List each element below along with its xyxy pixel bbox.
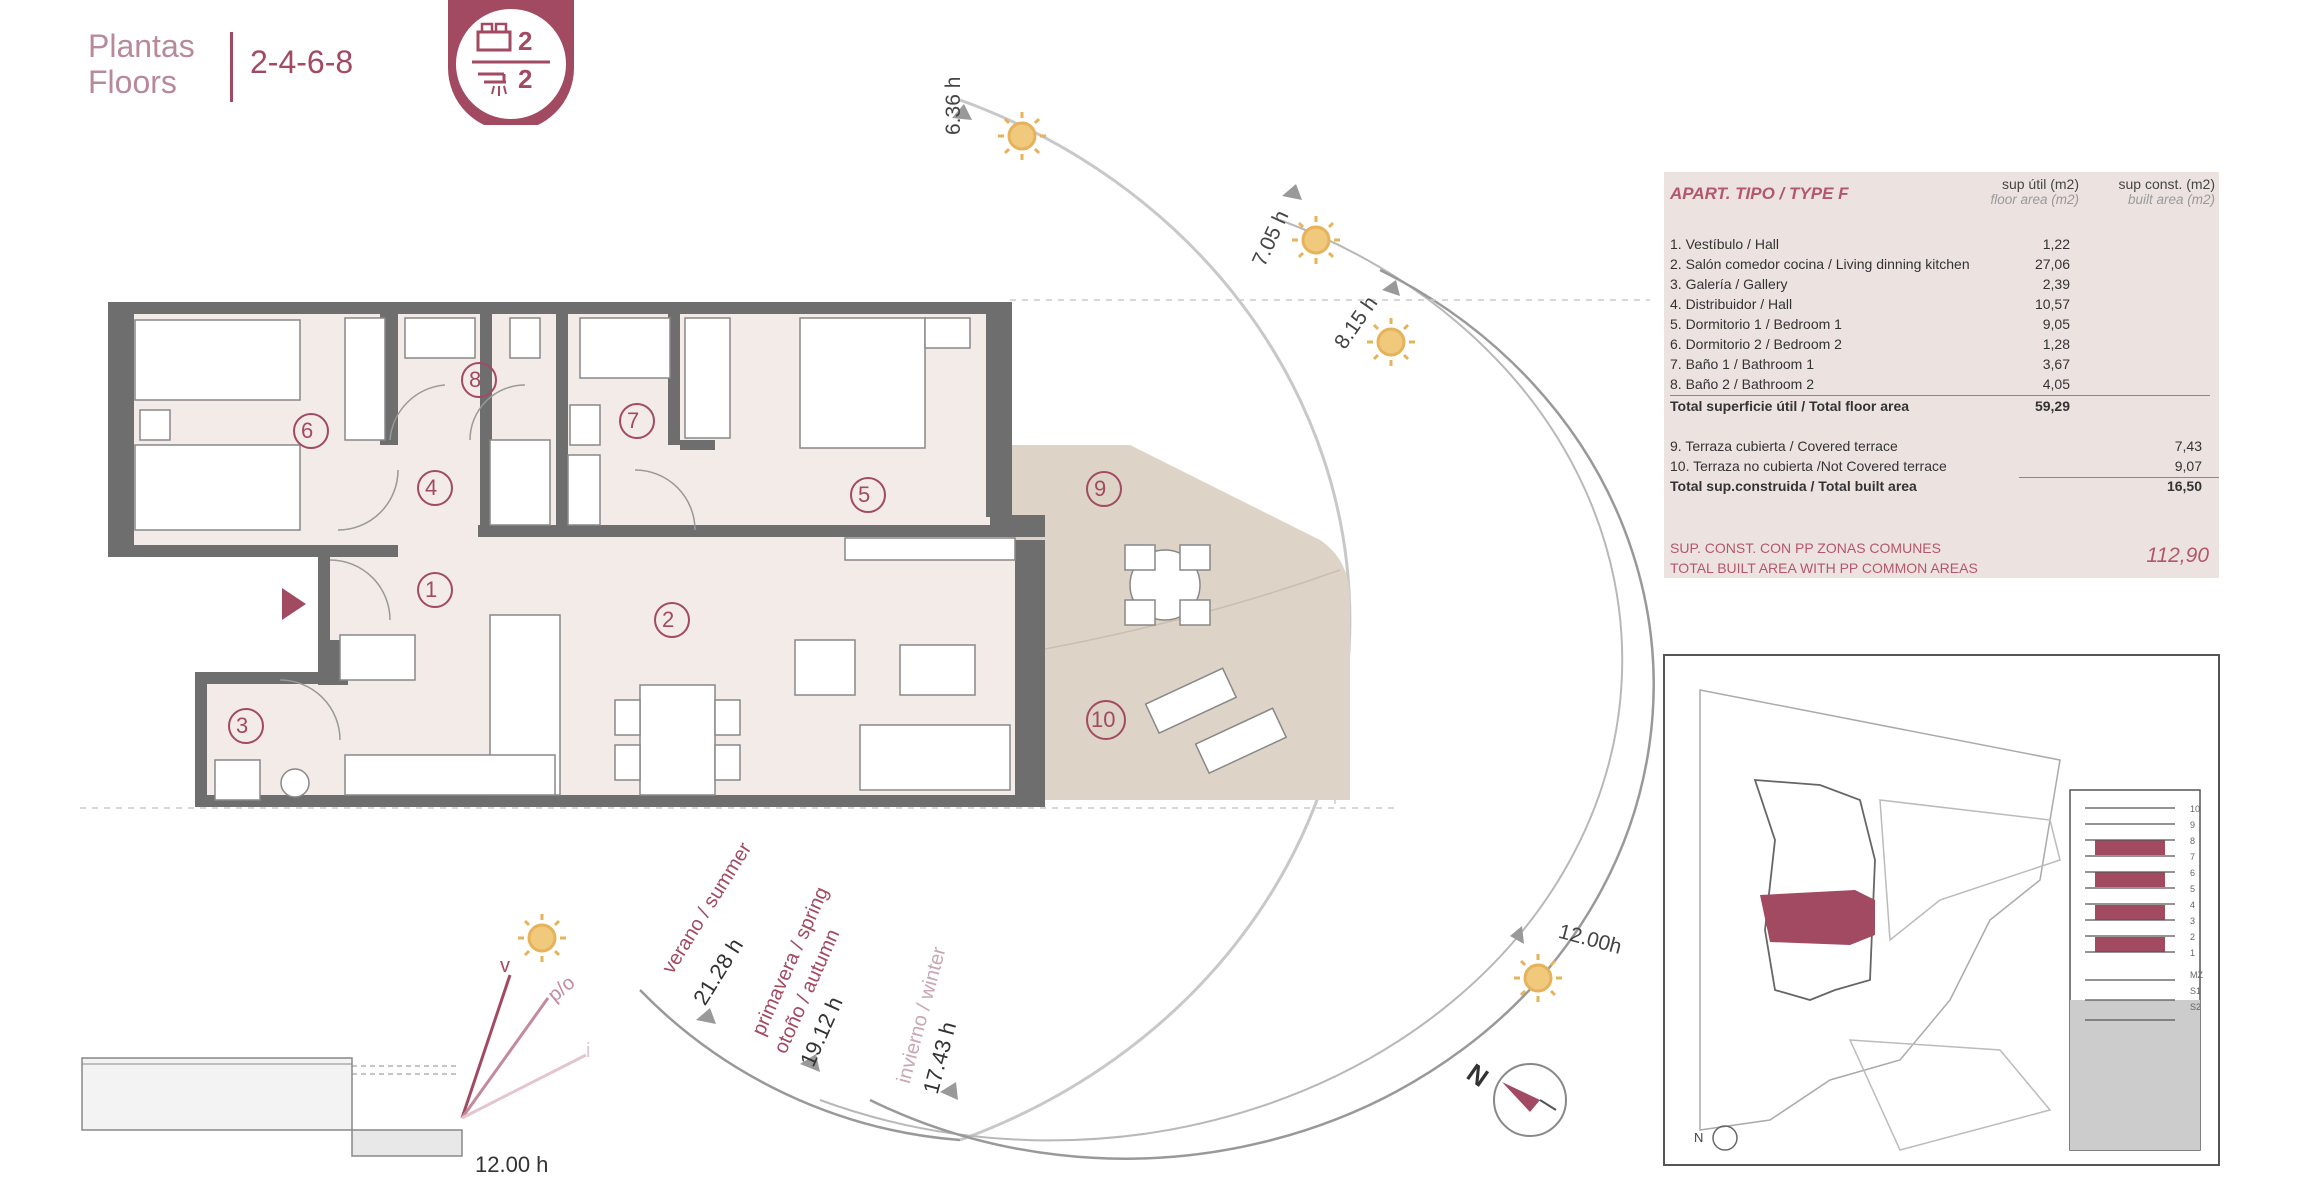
bed-icon bbox=[476, 22, 512, 52]
time-markers bbox=[696, 104, 1524, 1100]
area-table: APART. TIPO / TYPE F sup útil (m2) floor… bbox=[1664, 172, 2219, 578]
table-row: 10. Terraza no cubierta /Not Covered ter… bbox=[1670, 458, 2202, 474]
elevation-time: 12.00 h bbox=[475, 1152, 549, 1177]
table-title: APART. TIPO / TYPE F bbox=[1670, 184, 1849, 203]
common-area-value: 112,90 bbox=[2146, 544, 2209, 567]
room-circles bbox=[228, 362, 1126, 744]
floor-level-list: 10 9 8 7 6 5 4 3 2 1 MZ S1 S2 bbox=[2190, 804, 2203, 1012]
room-number-1: 1 bbox=[425, 577, 438, 602]
room-number-3: 3 bbox=[236, 713, 249, 738]
bedroom-count: 2 bbox=[518, 26, 532, 56]
title-english: Floors bbox=[88, 64, 177, 100]
site-plan bbox=[1663, 654, 2220, 1166]
table-divider bbox=[1670, 395, 2210, 396]
sun-time-sunrise: 6.36 h bbox=[942, 76, 965, 135]
room-number-8: 8 bbox=[469, 367, 482, 392]
total-floor-row: Total superficie útil / Total floor area… bbox=[1670, 398, 2070, 414]
header-divider bbox=[230, 32, 233, 102]
sun-icon bbox=[527, 121, 1553, 993]
table-divider bbox=[2019, 477, 2219, 478]
elevation-label-v: v bbox=[500, 955, 510, 977]
table-row: 2. Salón comedor cocina / Living dinning… bbox=[1670, 256, 2070, 272]
site-plan-north: N bbox=[1694, 1130, 1704, 1145]
walls bbox=[108, 302, 1045, 807]
room-number-4: 4 bbox=[425, 475, 438, 500]
room-number-2: 2 bbox=[662, 607, 675, 632]
col-floor-area-header: sup útil (m2) floor area (m2) bbox=[1990, 176, 2079, 207]
page-title: Plantas Floors bbox=[88, 28, 195, 100]
shower-icon bbox=[478, 72, 507, 96]
door-swings bbox=[279, 384, 696, 741]
entrance-arrow bbox=[282, 588, 306, 620]
title-spanish: Plantas bbox=[88, 28, 195, 64]
floor-numbers: 2-4-6-8 bbox=[250, 44, 354, 80]
bathroom-count: 2 bbox=[518, 64, 532, 94]
elevation-diagram bbox=[81, 974, 587, 1157]
room-number-10: 10 bbox=[1091, 707, 1116, 732]
sun-rays bbox=[518, 112, 1562, 1002]
room-number-9: 9 bbox=[1094, 476, 1107, 501]
furniture bbox=[134, 317, 1288, 801]
col-built-area-header: sup const. (m2) built area (m2) bbox=[2118, 176, 2215, 207]
rooms-badge: 2 2 bbox=[448, 0, 574, 125]
room-number-7: 7 bbox=[627, 408, 640, 433]
elevation-label-i: i bbox=[586, 1040, 591, 1062]
common-area-label: SUP. CONST. CON PP ZONAS COMUNES TOTAL B… bbox=[1670, 540, 1978, 576]
room-number-5: 5 bbox=[858, 482, 871, 507]
compass bbox=[1493, 1063, 1567, 1137]
room-number-6: 6 bbox=[301, 418, 314, 443]
